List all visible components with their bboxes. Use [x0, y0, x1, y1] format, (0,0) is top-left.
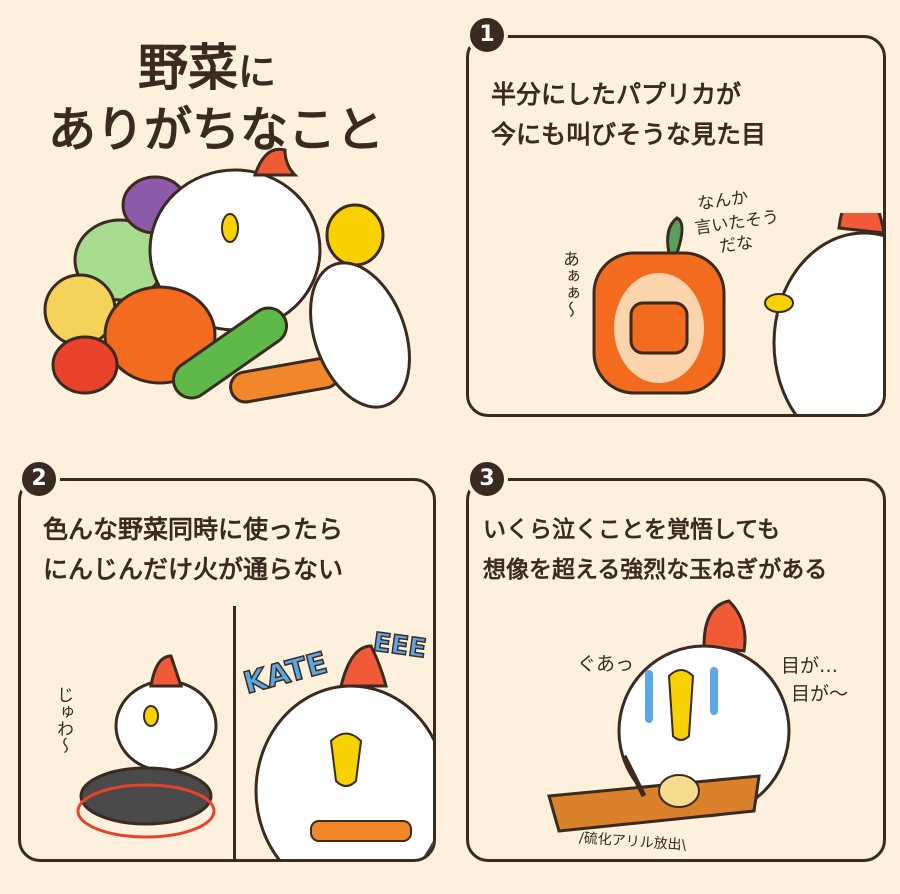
chicken-small [114, 679, 218, 773]
panel-3: いくら泣くことを覚悟しても 想像を超える強烈な玉ねぎがある ぐあっ 目が… 目が… [466, 478, 886, 862]
onion-cutting-illustration [547, 599, 791, 833]
tears [645, 667, 718, 723]
panel-3-caption-line2: 想像を超える強烈な玉ねぎがある [483, 557, 828, 583]
pepper-scream: あぁぁ〜 [559, 250, 579, 318]
chicken-comb [702, 599, 747, 653]
chicken-comb [837, 213, 883, 235]
bell-pepper-yellow [325, 203, 385, 267]
eyes-voice-2: 目が〜 [791, 683, 849, 705]
chicken-comb [149, 654, 184, 688]
pepper-mouth [629, 301, 689, 355]
panel-1: 半分にしたパプリカが 今にも叫びそうな見た目 なんか 言いたそう だな あぁぁ〜 [466, 35, 886, 417]
panel-2: 色んな野菜同時に使ったら にんじんだけ火が通らない じゅわ〜 KATE EEE [18, 478, 436, 862]
panel-1-number: 1 [466, 14, 508, 56]
panel-divider [233, 606, 236, 859]
title-particle: に [238, 50, 277, 94]
chicken-beak-open [667, 669, 695, 741]
chicken-beak [143, 705, 159, 727]
chicken-comb [339, 644, 388, 688]
knife [621, 754, 647, 798]
panel-1-caption-line1: 半分にしたパプリカが [491, 80, 742, 109]
title-line2: ありがちなこと [48, 102, 385, 158]
panel-2-caption-line1: 色んな野菜同時に使ったら [43, 515, 344, 544]
small-tomato [51, 335, 119, 395]
title-vegetables: 野菜 [138, 39, 238, 97]
vegetables-illustration [43, 147, 411, 409]
pepper-stem [666, 216, 684, 255]
sizzle-sfx: じゅわ〜 [53, 686, 73, 754]
plate-vegetables [310, 820, 412, 842]
chicken-beak [764, 293, 794, 313]
panel-2-number: 2 [18, 458, 60, 500]
daikon [309, 261, 411, 409]
panel-3-number: 3 [466, 458, 508, 500]
stove-flame [76, 783, 216, 839]
pepper-illustration [592, 213, 883, 414]
panel-1-caption-line2: 今にも叫びそうな見た目 [491, 120, 767, 149]
cooking-illustration [76, 644, 433, 859]
panel-2-caption-line2: にんじんだけ火が通らない [43, 555, 344, 584]
cucumber [171, 306, 289, 400]
chicken-body [772, 231, 883, 414]
frying-pan [79, 766, 213, 826]
chicken-beak-open [329, 732, 363, 787]
title-line1: 野菜に [138, 28, 276, 100]
panel-3-caption-line1: いくら泣くことを覚悟しても [483, 517, 781, 543]
chicken-comb [252, 147, 299, 177]
eyes-voice-1: 目が… [781, 655, 839, 677]
onion [658, 774, 700, 808]
chicken-beak [221, 213, 239, 243]
scream-voice: ぐあっ [577, 653, 635, 675]
